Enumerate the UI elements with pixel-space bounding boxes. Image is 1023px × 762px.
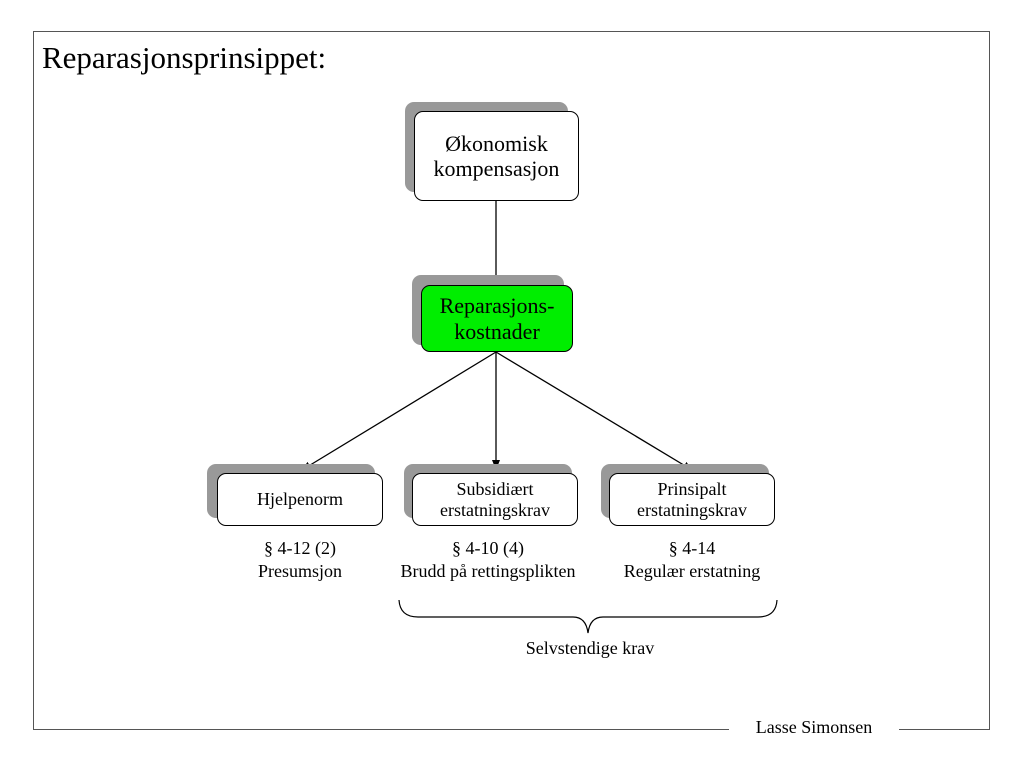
hjelpenorm-caption: § 4-12 (2) Presumsjon — [200, 537, 400, 582]
prinsipalt-caption: § 4-14 Regulær erstatning — [592, 537, 792, 582]
subsidiaert-caption-section: § 4-10 (4) — [452, 538, 524, 558]
curly-brace — [398, 599, 778, 634]
reparasjon-box: Reparasjons- kostnader — [421, 285, 573, 352]
kompensasjon-line-2: kompensasjon — [433, 156, 560, 181]
footer-author: Lasse Simonsen — [755, 717, 873, 737]
subsidiaert-line-1: Subsidiært — [456, 478, 534, 499]
frame-bottom-border-left — [33, 729, 729, 730]
prinsipalt-box: Prinsipalt erstatningskrav — [609, 473, 775, 526]
subsidiaert-caption-text: Brudd på rettingsplikten — [400, 560, 576, 581]
reparasjon-line-1: Reparasjons- — [439, 293, 555, 319]
brace-label: Selvstendige krav — [525, 638, 655, 658]
subsidiaert-box: Subsidiært erstatningskrav — [412, 473, 578, 526]
subsidiaert-line-2: erstatningskrav — [440, 499, 550, 520]
arrow-reparasjon-to-hjelpenorm — [301, 351, 497, 471]
prinsipalt-caption-text: Regulær erstatning — [623, 560, 761, 581]
arrow-reparasjon-to-prinsipalt — [495, 351, 693, 471]
hjelpenorm-caption-section: § 4-12 (2) — [264, 538, 336, 558]
subsidiaert-caption: § 4-10 (4) Brudd på rettingsplikten — [370, 537, 606, 582]
kompensasjon-box: Økonomisk kompensasjon — [414, 111, 579, 201]
prinsipalt-line-1: Prinsipalt — [657, 478, 727, 499]
prinsipalt-line-2: erstatningskrav — [637, 499, 747, 520]
frame-left-border — [33, 31, 34, 730]
slide-title: Reparasjonsprinsippet: — [42, 40, 327, 75]
frame-right-border — [989, 31, 990, 730]
hjelpenorm-box: Hjelpenorm — [217, 473, 383, 526]
frame-bottom-border-right — [899, 729, 990, 730]
reparasjon-line-2: kostnader — [454, 318, 540, 344]
hjelpenorm-caption-text: Presumsjon — [257, 560, 342, 581]
prinsipalt-caption-section: § 4-14 — [668, 538, 716, 558]
hjelpenorm-label: Hjelpenorm — [257, 489, 343, 510]
frame-top-border — [33, 31, 990, 32]
kompensasjon-line-1: Økonomisk — [445, 130, 548, 156]
